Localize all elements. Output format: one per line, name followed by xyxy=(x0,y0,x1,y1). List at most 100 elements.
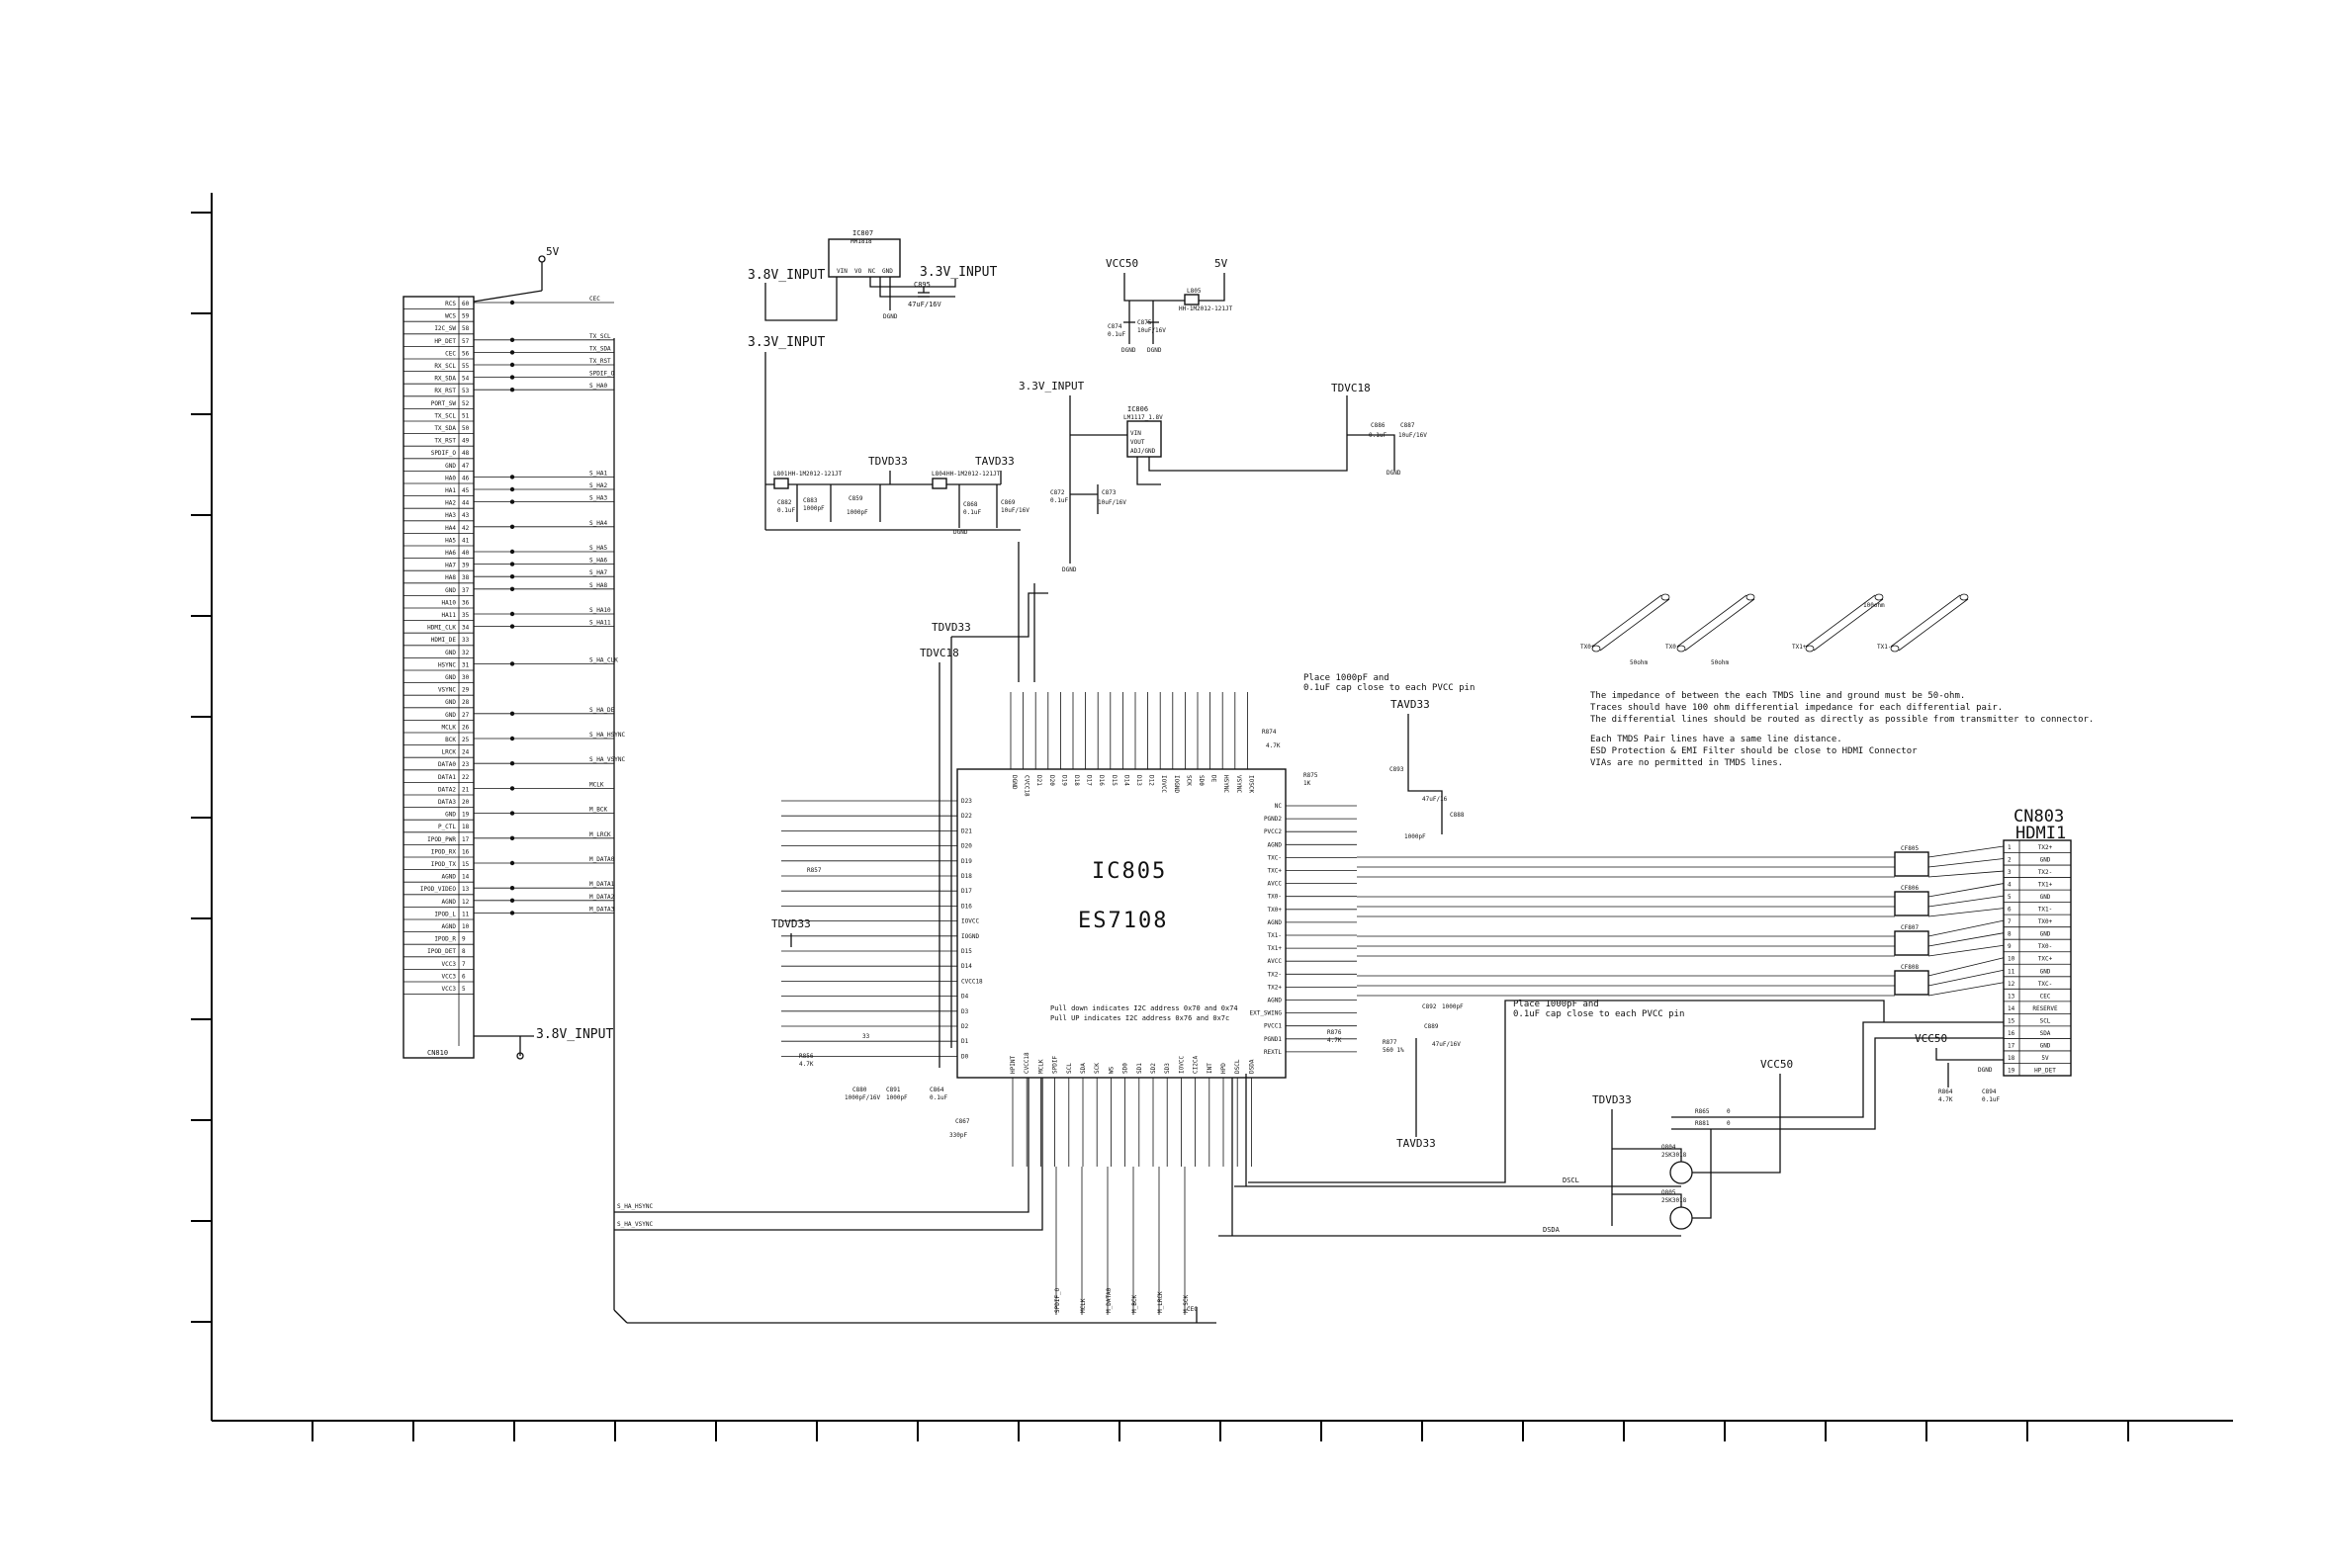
ic806-part: LM1117_1.8V xyxy=(1123,414,1163,421)
chip-right-pin-label: EXT_SWING xyxy=(1249,1010,1282,1017)
rail-label-vcc50-top: VCC50 xyxy=(1106,257,1138,270)
l804-name: L804 xyxy=(932,471,946,478)
cn810-pin-name: P_CTL xyxy=(438,824,456,830)
cn810-pin-name: HA10 xyxy=(442,599,457,606)
left-bus-net-label: TX_RST xyxy=(589,358,611,365)
chip-left-pin-label: D20 xyxy=(961,843,972,850)
l801-value: HH-1M2012-121JT xyxy=(788,471,843,478)
test-point-dot xyxy=(509,661,515,666)
rail-label-vcc50-ddc: VCC50 xyxy=(1760,1058,1793,1071)
tmds-rule-4: Each TMDS Pair lines have a same line di… xyxy=(1590,735,1842,744)
cn810-pin-name: IPOD_L xyxy=(434,911,456,917)
r881-value: 0 xyxy=(1727,1120,1731,1127)
cn810-pin-number: 21 xyxy=(462,786,470,793)
left-ruler-ticks xyxy=(191,212,212,1323)
r874-value: 4.7K xyxy=(1266,742,1281,749)
chip-left-pin-label: D18 xyxy=(961,873,972,880)
cn810-pin-name: HDMI_DE xyxy=(431,637,457,644)
chip-note-2: Pull UP indicates I2C address 0x76 and 0… xyxy=(1050,1014,1229,1022)
c889-name: C889 xyxy=(1424,1023,1439,1030)
tmds-end-cap xyxy=(1959,593,1969,601)
cn810-pin-number: 45 xyxy=(462,487,470,494)
test-point-dot xyxy=(509,499,515,504)
cn810-pin-name: IPOD_PWR xyxy=(427,836,456,843)
chip-right-pin-label: PGND2 xyxy=(1264,816,1282,823)
cn810-pin-number: 36 xyxy=(462,599,470,606)
tmds-end-cap xyxy=(1890,645,1900,653)
test-point-dot xyxy=(509,624,515,629)
chip-right-pin-label: TX1- xyxy=(1268,932,1282,939)
cn810-pin-name: VCC3 xyxy=(442,973,457,980)
cn810-pin-name: DATA3 xyxy=(438,799,456,806)
test-point-dot xyxy=(509,811,515,816)
cn810-pin-name: IPOD_TX xyxy=(431,861,457,868)
test-point-dot xyxy=(509,562,515,566)
left-bus-net-label: M_LRCK xyxy=(589,831,611,838)
tmds-rule-2: Traces should have 100 ohm differential … xyxy=(1590,703,2003,713)
cn810-pin-number: 5 xyxy=(462,986,466,993)
dgnd-c874: DGND xyxy=(1121,347,1136,354)
net-dsda: DSDA xyxy=(1543,1226,1561,1234)
cn810-pin-number: 8 xyxy=(462,948,466,955)
chip-right-pin-label: TX1+ xyxy=(1268,945,1283,952)
left-bus-net-label: SPDIF_O xyxy=(589,371,615,378)
left-bus-net-label: M_DATA2 xyxy=(589,894,615,901)
left-bus-net-label: S_HA1 xyxy=(589,470,607,477)
q805-part: 2SK3018 xyxy=(1661,1197,1687,1204)
rail-label-tdvc18-top: TDVC18 xyxy=(1331,382,1371,394)
left-signal-bus: S_HA0S_HA1S_HA2S_HA3S_HA4S_HA5S_HA6S_HA7… xyxy=(474,296,1216,1324)
cn810-pin-number: 38 xyxy=(462,574,470,581)
emi-filter-block xyxy=(1894,930,1929,956)
test-point-dot xyxy=(509,586,515,591)
cn803-pin-number: 1 xyxy=(2008,844,2012,851)
rail-label-tdvd33-chip: TDVD33 xyxy=(932,621,971,634)
pvcc-note-bottom-line1: Place 1000pF and xyxy=(1513,1000,1599,1009)
cn803-pin-name: RESERVE xyxy=(2032,1005,2058,1012)
chip-bottom-pin-label: HPINT xyxy=(1010,1056,1017,1074)
rail-5v-left: 5V xyxy=(473,245,560,303)
c867-name: C867 xyxy=(955,1118,970,1125)
test-point-dot xyxy=(509,337,515,342)
c883-value: 1000pF xyxy=(803,505,825,512)
dgnd-c886: DGND xyxy=(1387,470,1401,477)
c872-name: C872 xyxy=(1050,489,1065,496)
left-bus-net-label: S_HA6 xyxy=(589,558,607,565)
left-bus-net-label: M_DATA3 xyxy=(589,906,615,913)
c894-value: 0.1uF xyxy=(1982,1096,2000,1103)
cn810-pin-number: 44 xyxy=(462,500,470,507)
test-point-dot xyxy=(509,475,515,479)
lower-left-nets: S_HA_HSYNC S_HA_VSYNC CEC xyxy=(614,1078,1198,1323)
cn810-pin-name: BCK xyxy=(445,737,456,743)
chip-left-pin-label: D17 xyxy=(961,888,972,895)
cn810-pin-name: LRCK xyxy=(442,749,457,756)
chip-top-pin-label: IOVCC xyxy=(1160,775,1167,793)
c875-value: 10uF/16V xyxy=(1137,327,1166,334)
bottom-ruler-ticks xyxy=(312,1421,2129,1441)
cn803-pin-name: TX1+ xyxy=(2038,882,2053,889)
cn803-pin-number: 4 xyxy=(2008,882,2012,889)
pvcc-note-bottom-line2: 0.1uF cap close to each PVCC pin xyxy=(1513,1009,1684,1019)
r856-name: R856 xyxy=(799,1053,814,1060)
net-cec-bottom: CEC xyxy=(1187,1306,1198,1313)
chip-top-pin-label: SD0 xyxy=(1198,775,1205,786)
cn810-pin-name: VCC3 xyxy=(442,961,457,968)
chip-supply-labels: TDVD33 TDVC18 TDVD33 xyxy=(771,542,1048,1068)
c869-value: 10uF/16V xyxy=(1001,507,1029,514)
r881-name: R881 xyxy=(1695,1120,1710,1127)
left-bus-net-label: CEC xyxy=(589,296,600,303)
c868-value: 0.1uF xyxy=(963,509,981,516)
cn810-pin-number: 12 xyxy=(462,899,470,906)
cn810-pin-number: 22 xyxy=(462,774,470,781)
tmds-trace-out xyxy=(1927,883,2005,898)
cn810-pin-number: 13 xyxy=(462,886,470,893)
cn803-pin-number: 13 xyxy=(2008,993,2015,1000)
test-point-dot xyxy=(509,574,515,579)
chip-right-pin-label: PVCC1 xyxy=(1264,1023,1282,1030)
left-bus-net-label: S_HA8 xyxy=(589,582,607,589)
c895-value: 47uF/16V xyxy=(908,301,942,308)
c886-value: 0.1uF xyxy=(1369,432,1387,439)
ic807-designator: IC807 xyxy=(852,229,873,237)
cn810-pin-name: RX_SCL xyxy=(434,363,456,370)
pvcc-note-top-line2: 0.1uF cap close to each PVCC pin xyxy=(1303,683,1475,693)
chip-bottom-pin-label: DSDA xyxy=(1248,1059,1255,1074)
